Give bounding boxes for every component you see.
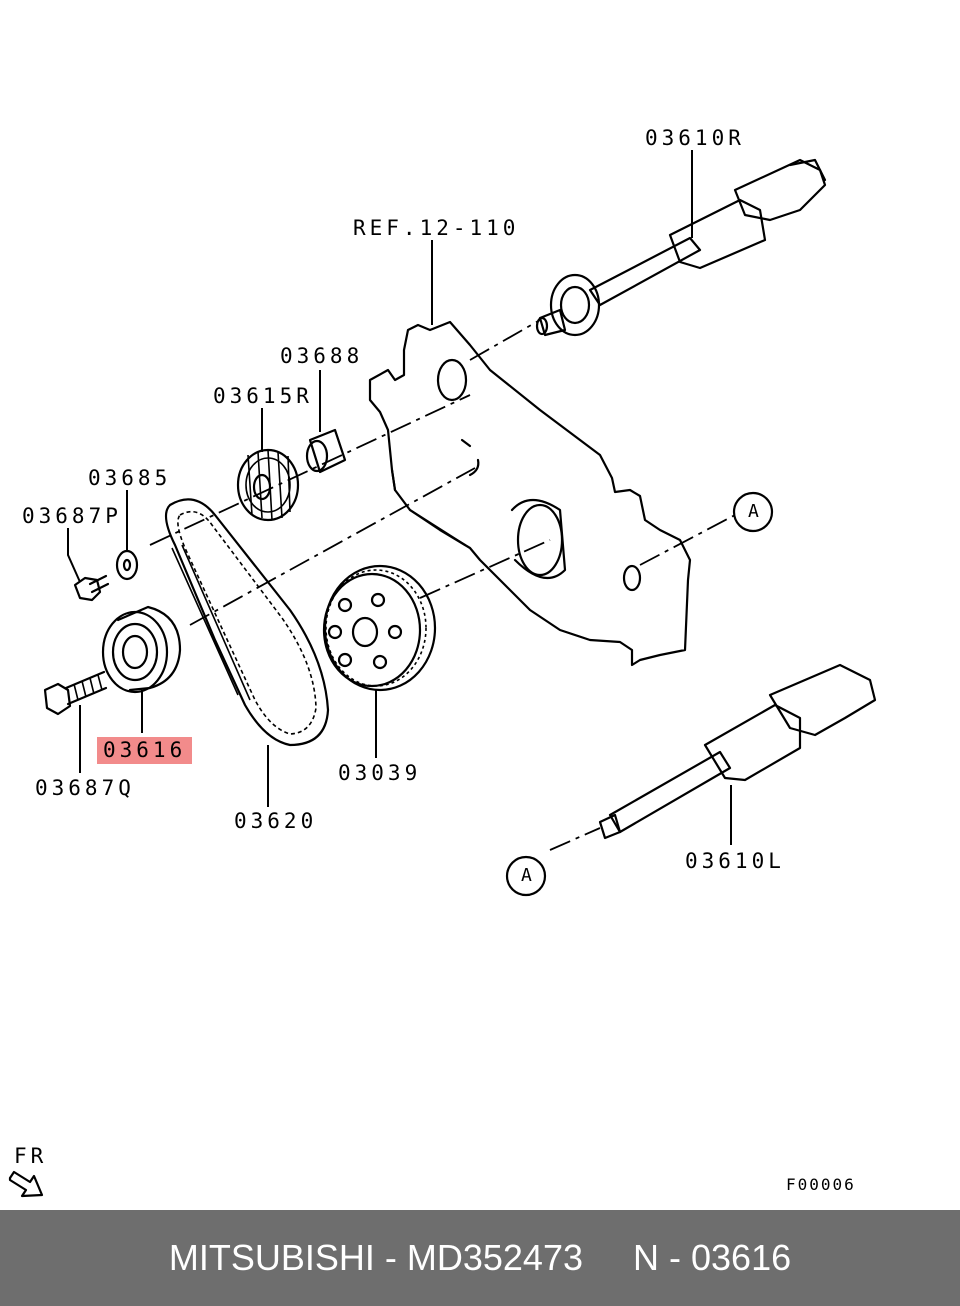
gear-03615R (236, 448, 300, 522)
sprocket-03039 (322, 564, 437, 692)
tensioner-pulley-03616 (101, 605, 182, 694)
bolt-03687Q (43, 670, 108, 716)
front-label: FR (14, 1144, 48, 1168)
parts-diagram: 03610R REF.12-110 03688 03615R 03685 036… (8, 126, 877, 1198)
label-03039: 03039 (338, 761, 422, 785)
marker-a-lower-circle (505, 855, 547, 897)
label-ref-12-110: REF.12-110 (353, 216, 520, 240)
label-03615R: 03615R (213, 384, 313, 408)
engine-block (368, 320, 692, 667)
label-03610L: 03610L (685, 849, 785, 873)
label-03685: 03685 (88, 466, 172, 490)
label-03616-highlighted: 03616 (97, 737, 193, 764)
figure-code: F00006 (786, 1175, 856, 1194)
marker-a-upper: A (748, 501, 759, 522)
label-03610R: 03610R (645, 126, 745, 150)
label-03687P: 03687P (22, 504, 122, 528)
timing-belt-03620 (164, 498, 330, 747)
front-direction-arrow-icon (8, 1170, 44, 1198)
washer-03685 (115, 549, 139, 581)
label-03620: 03620 (234, 809, 318, 833)
marker-a-upper-circle (732, 491, 774, 533)
bolt-03687P (73, 574, 110, 602)
label-03688: 03688 (280, 344, 364, 368)
balance-shaft-right (535, 158, 827, 337)
footer-part-info: MITSUBISHI - MD352473 N - 03616 (168, 1237, 792, 1278)
marker-a-lower: A (521, 865, 532, 886)
label-03687Q: 03687Q (35, 776, 135, 800)
footer-bar: MITSUBISHI - MD352473 N - 03616 (0, 1210, 960, 1306)
balance-shaft-left (598, 663, 877, 840)
spacer-03688 (305, 428, 347, 474)
